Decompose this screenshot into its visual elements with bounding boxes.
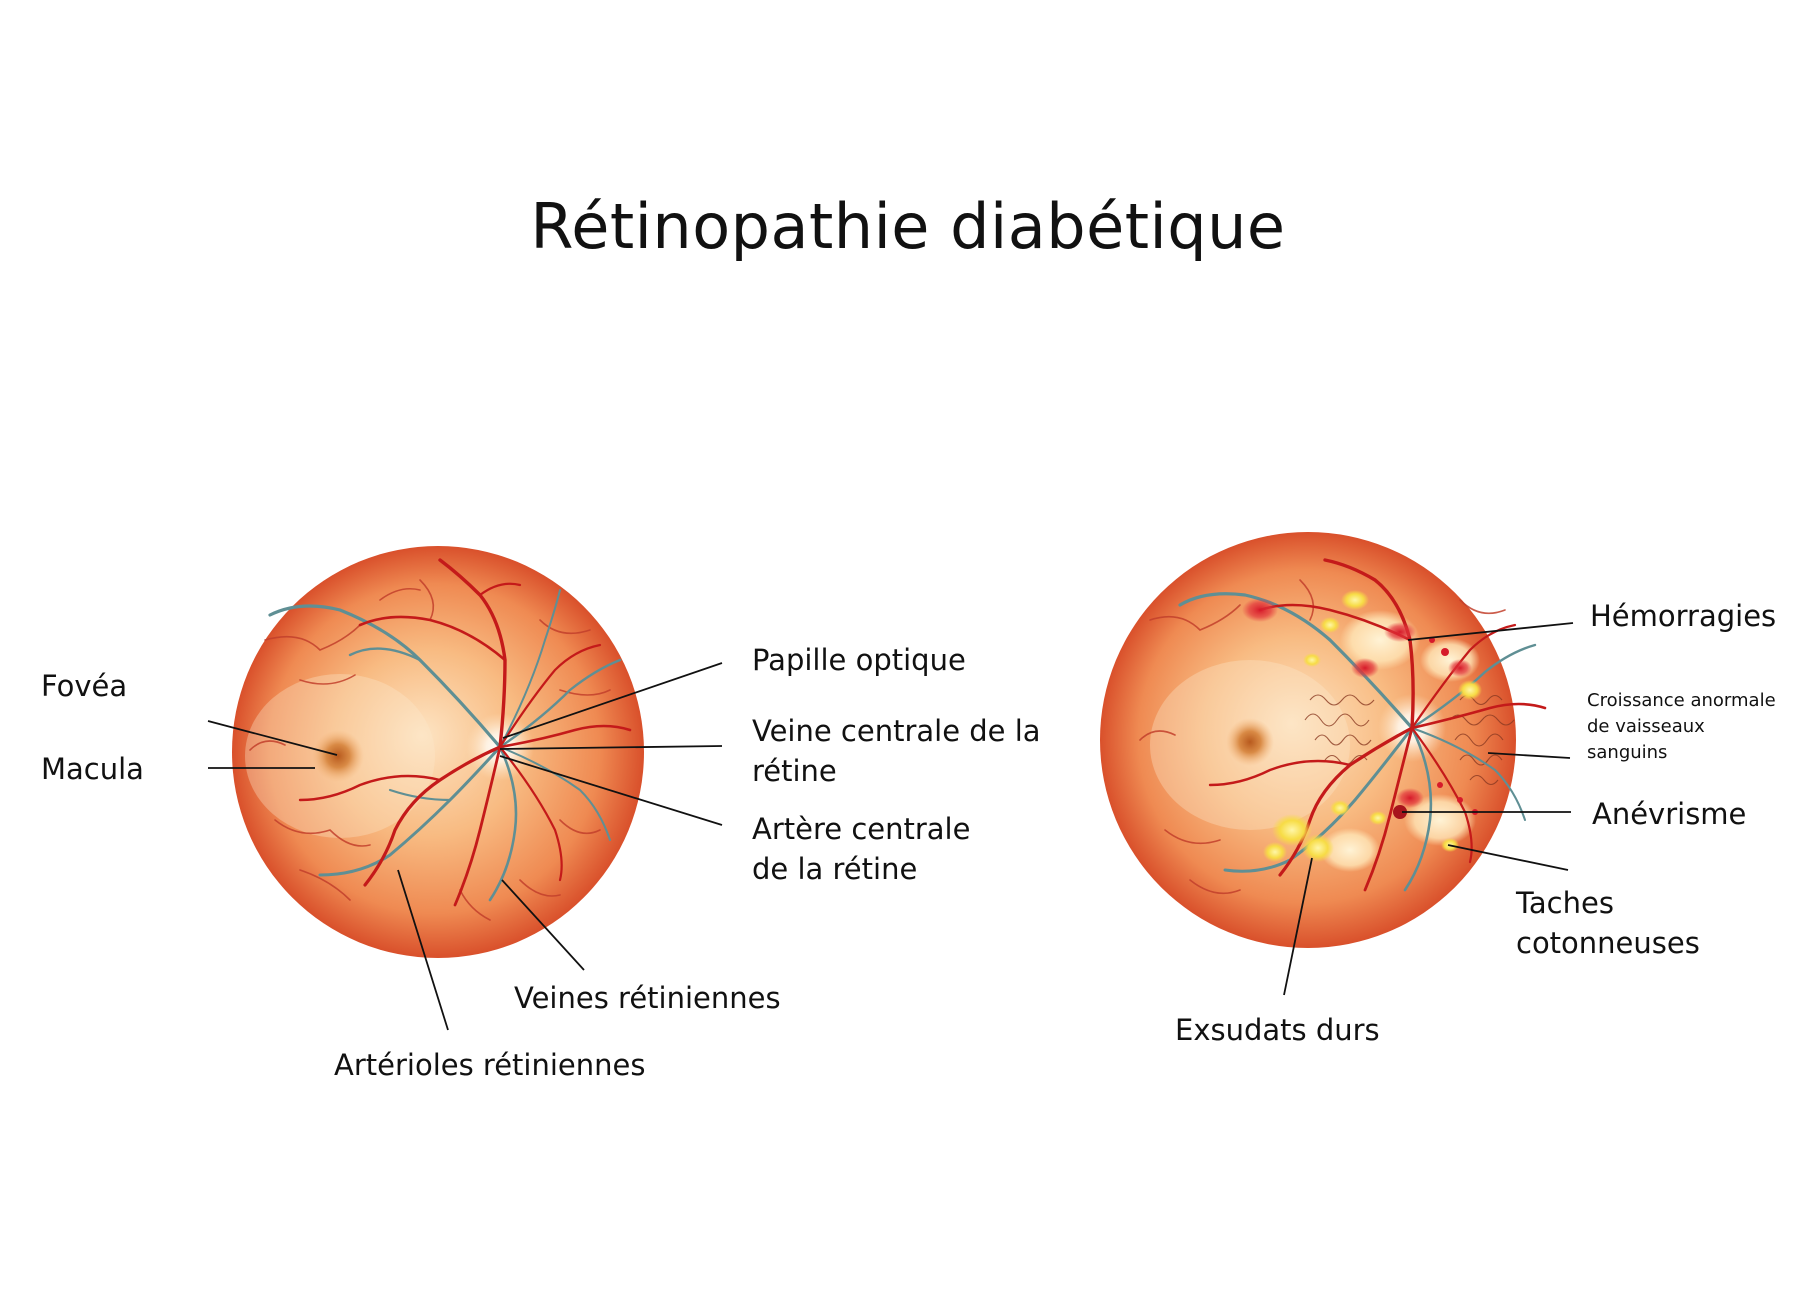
label-retinal-arterioles: Artérioles rétiniennes bbox=[334, 1048, 645, 1082]
leader-central-artery bbox=[499, 755, 723, 826]
leader-optic-disc bbox=[502, 662, 723, 739]
label-central-artery-line1: Artère centrale bbox=[752, 812, 970, 846]
normal-eye-leaders bbox=[207, 662, 723, 1031]
leader-hemorrhages bbox=[1407, 622, 1574, 641]
label-fovea: Fovéa bbox=[41, 669, 127, 703]
leader-retinal-veins bbox=[501, 879, 585, 971]
label-central-vein-line1: Veine centrale de la bbox=[752, 714, 1041, 748]
hemorrhages bbox=[1242, 598, 1478, 815]
label-central-artery-line2: de la rétine bbox=[752, 852, 917, 886]
leader-neovascularization bbox=[1487, 752, 1571, 759]
aneurysm-spot bbox=[1393, 805, 1407, 819]
label-aneurysm: Anévrisme bbox=[1592, 797, 1746, 831]
diabetic-eye-leaders bbox=[1283, 622, 1574, 996]
leader-cotton-wool bbox=[1447, 844, 1569, 871]
diabetic-eye-labels: Hémorragies Croissance anormale de vaiss… bbox=[1175, 599, 1776, 1047]
normal-fundus bbox=[232, 546, 644, 958]
label-hard-exudates: Exsudats durs bbox=[1175, 1013, 1380, 1047]
label-macula: Macula bbox=[41, 752, 144, 786]
label-central-vein-line2: rétine bbox=[752, 754, 837, 788]
diabetic-capillaries bbox=[1139, 579, 1506, 895]
label-neovascularization-line1: Croissance anormale bbox=[1587, 690, 1776, 711]
label-hemorrhages: Hémorragies bbox=[1590, 599, 1776, 633]
normal-eye bbox=[232, 546, 644, 958]
normal-capillaries bbox=[249, 579, 611, 921]
normal-eye-labels: Fovéa Macula Papille optique Veine centr… bbox=[41, 643, 1041, 1082]
label-cotton-wool-line2: cotonneuses bbox=[1516, 926, 1700, 960]
leader-fovea bbox=[207, 720, 338, 756]
leader-hard-exudates bbox=[1283, 857, 1313, 996]
label-cotton-wool-line1: Taches bbox=[1515, 886, 1614, 920]
diabetic-eye bbox=[1100, 532, 1547, 948]
diabetic-fovea-spot bbox=[1226, 718, 1274, 766]
label-neovascularization-line3: sanguins bbox=[1587, 742, 1667, 763]
label-optic-disc: Papille optique bbox=[752, 643, 966, 677]
diabetic-veins bbox=[1178, 592, 1537, 892]
label-retinal-veins: Veines rétiniennes bbox=[514, 981, 781, 1015]
fovea-spot bbox=[312, 730, 364, 782]
hard-exudates bbox=[1263, 590, 1482, 862]
label-neovascularization-line2: de vaisseaux bbox=[1587, 716, 1705, 737]
diagram-title: Rétinopathie diabétique bbox=[530, 190, 1285, 263]
leader-retinal-arterioles bbox=[397, 869, 449, 1031]
normal-arteries bbox=[298, 558, 632, 907]
normal-veins bbox=[268, 589, 622, 902]
leader-central-vein bbox=[499, 745, 723, 750]
